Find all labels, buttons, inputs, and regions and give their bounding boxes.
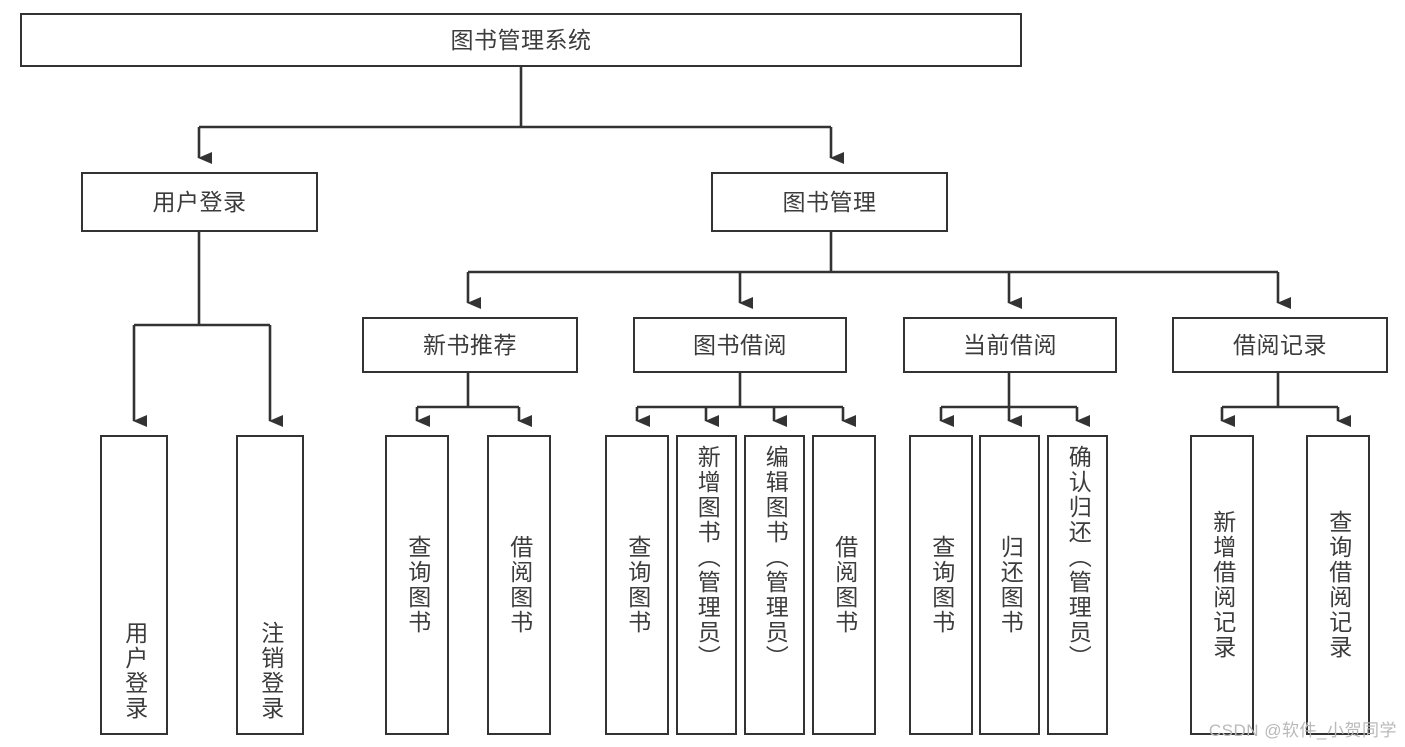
node-book-manage-label: 图书管理 (782, 188, 877, 215)
leaf-add-record[interactable]: 新增借阅记录 (1190, 435, 1254, 735)
node-user-login-label: 用户登录 (152, 188, 247, 215)
node-new-book-recommend-label: 新书推荐 (423, 331, 517, 358)
leaf-user-login[interactable]: 用户登录 (100, 435, 168, 735)
leaf-borrow-book-2-label: 借阅图书 (831, 535, 858, 635)
leaf-confirm-return[interactable]: 确认归还（管理员） (1047, 435, 1108, 735)
leaf-borrow-book-2[interactable]: 借阅图书 (812, 435, 876, 735)
node-root-label: 图书管理系统 (450, 26, 592, 53)
leaf-query-book-3-label: 查询图书 (928, 535, 955, 635)
leaf-user-login-label: 用户登录 (121, 621, 148, 721)
leaf-add-record-label: 新增借阅记录 (1209, 510, 1236, 660)
node-user-login[interactable]: 用户登录 (81, 172, 318, 232)
node-current-borrow[interactable]: 当前借阅 (903, 317, 1117, 373)
leaf-query-record-label: 查询借阅记录 (1325, 510, 1352, 660)
node-new-book-recommend[interactable]: 新书推荐 (362, 317, 578, 373)
leaf-query-book-2[interactable]: 查询图书 (605, 435, 669, 735)
node-current-borrow-label: 当前借阅 (963, 331, 1057, 358)
leaf-add-book-label: 新增图书（管理员） (694, 445, 721, 670)
leaf-borrow-book-1-label: 借阅图书 (506, 535, 533, 635)
leaf-query-book-3[interactable]: 查询图书 (909, 435, 973, 735)
leaf-user-logout-label: 注销登录 (257, 621, 284, 721)
node-book-borrow-label: 图书借阅 (693, 331, 787, 358)
node-book-manage[interactable]: 图书管理 (711, 172, 948, 232)
leaf-return-book-label: 归还图书 (997, 535, 1024, 635)
leaf-edit-book-label: 编辑图书（管理员） (762, 445, 789, 670)
leaf-query-record[interactable]: 查询借阅记录 (1306, 435, 1370, 735)
node-root[interactable]: 图书管理系统 (20, 13, 1022, 67)
node-borrow-record-label: 借阅记录 (1233, 331, 1327, 358)
leaf-user-logout[interactable]: 注销登录 (236, 435, 304, 735)
leaf-query-book-2-label: 查询图书 (624, 535, 651, 635)
leaf-add-book[interactable]: 新增图书（管理员） (676, 435, 737, 735)
leaf-edit-book[interactable]: 编辑图书（管理员） (744, 435, 805, 735)
node-borrow-record[interactable]: 借阅记录 (1172, 317, 1388, 373)
leaf-borrow-book-1[interactable]: 借阅图书 (487, 435, 551, 735)
leaf-return-book[interactable]: 归还图书 (979, 435, 1040, 735)
csdn-watermark: CSDN @软件_小贺同学 (1208, 721, 1397, 740)
leaf-query-book-1-label: 查询图书 (404, 535, 431, 635)
node-book-borrow[interactable]: 图书借阅 (633, 317, 847, 373)
leaf-query-book-1[interactable]: 查询图书 (385, 435, 449, 735)
leaf-confirm-return-label: 确认归还（管理员） (1065, 445, 1092, 670)
